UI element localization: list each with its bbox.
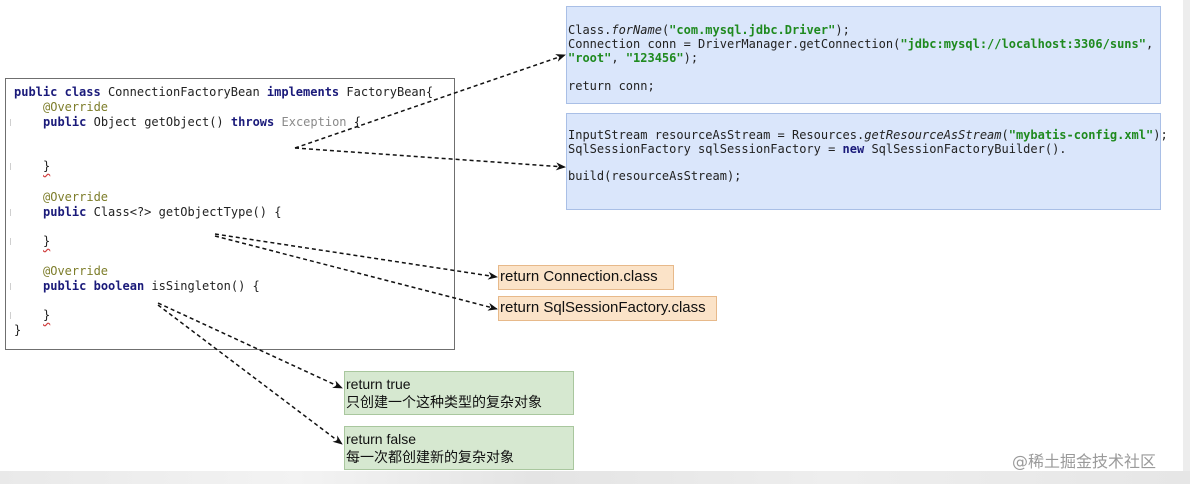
- keyword-boolean: boolean: [93, 279, 145, 293]
- method-is-singleton: public boolean isSingleton() {: [43, 279, 260, 293]
- code-text: );: [835, 23, 850, 37]
- annotation-override: @Override: [43, 190, 109, 204]
- bottom-bar: [0, 471, 1190, 484]
- code-text: (: [661, 23, 670, 37]
- keyword-class: class: [64, 85, 101, 99]
- arrow-to-singleton-false: [157, 304, 343, 445]
- string-literal: "123456": [625, 51, 684, 65]
- keyword-public: public: [14, 85, 58, 99]
- method-signature: getObject(): [144, 115, 224, 129]
- close-brace: }: [43, 234, 50, 248]
- jdbc-connection-code-box: Class.forName("com.mysql.jdbc.Driver"); …: [566, 6, 1161, 104]
- factory-bean-code-box: public class ConnectionFactoryBean imple…: [5, 78, 455, 350]
- string-literal: "jdbc:mysql://localhost:3306/suns": [900, 37, 1146, 51]
- exception-type: Exception: [281, 115, 347, 129]
- arrow-to-connection-class: [214, 233, 498, 280]
- class-declaration: public class ConnectionFactoryBean imple…: [14, 85, 433, 99]
- code-text: Connection conn = DriverManager.getConne…: [568, 37, 901, 51]
- annotation-override: @Override: [43, 100, 109, 114]
- return-code: return true: [346, 376, 411, 392]
- code-text: Class.: [568, 23, 612, 37]
- gutter-mark: [10, 238, 11, 245]
- code-text: (: [1001, 128, 1009, 142]
- method-name: forName: [611, 23, 662, 37]
- close-brace: }: [43, 159, 50, 173]
- code-line: SqlSessionFactory sqlSessionFactory = ne…: [568, 143, 1067, 156]
- arrow-to-mybatis-box: [294, 147, 566, 171]
- return-note: 只创建一个这种类型的复杂对象: [346, 394, 542, 410]
- method-signature: isSingleton() {: [151, 279, 260, 293]
- code-text: );: [683, 51, 699, 65]
- code-line: "root", "123456");: [568, 52, 698, 65]
- keyword-implements: implements: [266, 85, 340, 99]
- string-literal: "mybatis-config.xml": [1008, 128, 1154, 142]
- close-brace: }: [43, 308, 50, 322]
- singleton-false-box: return false 每一次都创建新的复杂对象: [344, 426, 574, 470]
- keyword-new: new: [842, 142, 865, 156]
- code-line: build(resourceAsStream);: [568, 169, 742, 183]
- keyword-throws: throws: [230, 115, 275, 129]
- open-brace: {: [353, 115, 361, 129]
- close-brace-text: }: [43, 234, 51, 248]
- gutter-mark: [10, 119, 11, 126]
- close-brace-text: }: [43, 308, 51, 322]
- code-text: SqlSessionFactoryBuilder().: [864, 142, 1067, 156]
- interface-name: FactoryBean{: [346, 85, 434, 99]
- code-line: Connection conn = DriverManager.getConne…: [568, 38, 1153, 51]
- gutter-mark: [10, 312, 11, 319]
- method-get-object: public Object getObject() throws Excepti…: [43, 115, 361, 129]
- string-literal: "com.mysql.jdbc.Driver": [669, 23, 836, 37]
- method-signature: getObjectType() {: [158, 205, 282, 219]
- gutter-mark: [10, 209, 11, 216]
- gutter-mark: [10, 283, 11, 290]
- code-text: SqlSessionFactory sqlSessionFactory =: [568, 142, 843, 156]
- return-connection-class-box: return Connection.class: [498, 265, 674, 290]
- class-close-brace: }: [14, 323, 22, 337]
- watermark: @稀土掘金技术社区: [1012, 452, 1157, 471]
- arrow-to-jdbc-box: [294, 54, 566, 149]
- code-text: );: [1153, 128, 1168, 142]
- method-get-object-type: public Class<?> getObjectType() {: [43, 205, 281, 219]
- method-name: getResourceAsStream: [864, 128, 1002, 142]
- code-text: ,: [611, 51, 626, 65]
- code-line: Class.forName("com.mysql.jdbc.Driver");: [568, 24, 850, 37]
- gutter-mark: [10, 163, 11, 170]
- return-note: 每一次都创建新的复杂对象: [346, 449, 514, 465]
- return-sqlsessionfactory-class-box: return SqlSessionFactory.class: [498, 296, 717, 321]
- code-line: InputStream resourceAsStream = Resources…: [568, 129, 1168, 142]
- class-name: ConnectionFactoryBean: [107, 85, 260, 99]
- keyword-public: public: [43, 279, 87, 293]
- return-type: Class<?>: [93, 205, 152, 219]
- arrow-to-singleton-true: [157, 302, 343, 389]
- code-text: ,: [1145, 37, 1154, 51]
- keyword-public: public: [43, 115, 87, 129]
- mybatis-sqlsession-code-box: InputStream resourceAsStream = Resources…: [566, 113, 1168, 210]
- keyword-public: public: [43, 205, 87, 219]
- code-line: return conn;: [568, 79, 655, 93]
- code-text: InputStream resourceAsStream = Resources…: [568, 128, 865, 142]
- arrow-to-sqlsessionfactory-class: [214, 235, 498, 311]
- singleton-true-box: return true 只创建一个这种类型的复杂对象: [344, 371, 574, 415]
- return-code: return false: [346, 431, 417, 447]
- return-type: Object: [93, 115, 137, 129]
- string-literal: "root": [568, 51, 612, 65]
- close-brace-text: }: [43, 159, 51, 173]
- right-edge-strip: [1183, 0, 1190, 471]
- annotation-override: @Override: [43, 264, 109, 278]
